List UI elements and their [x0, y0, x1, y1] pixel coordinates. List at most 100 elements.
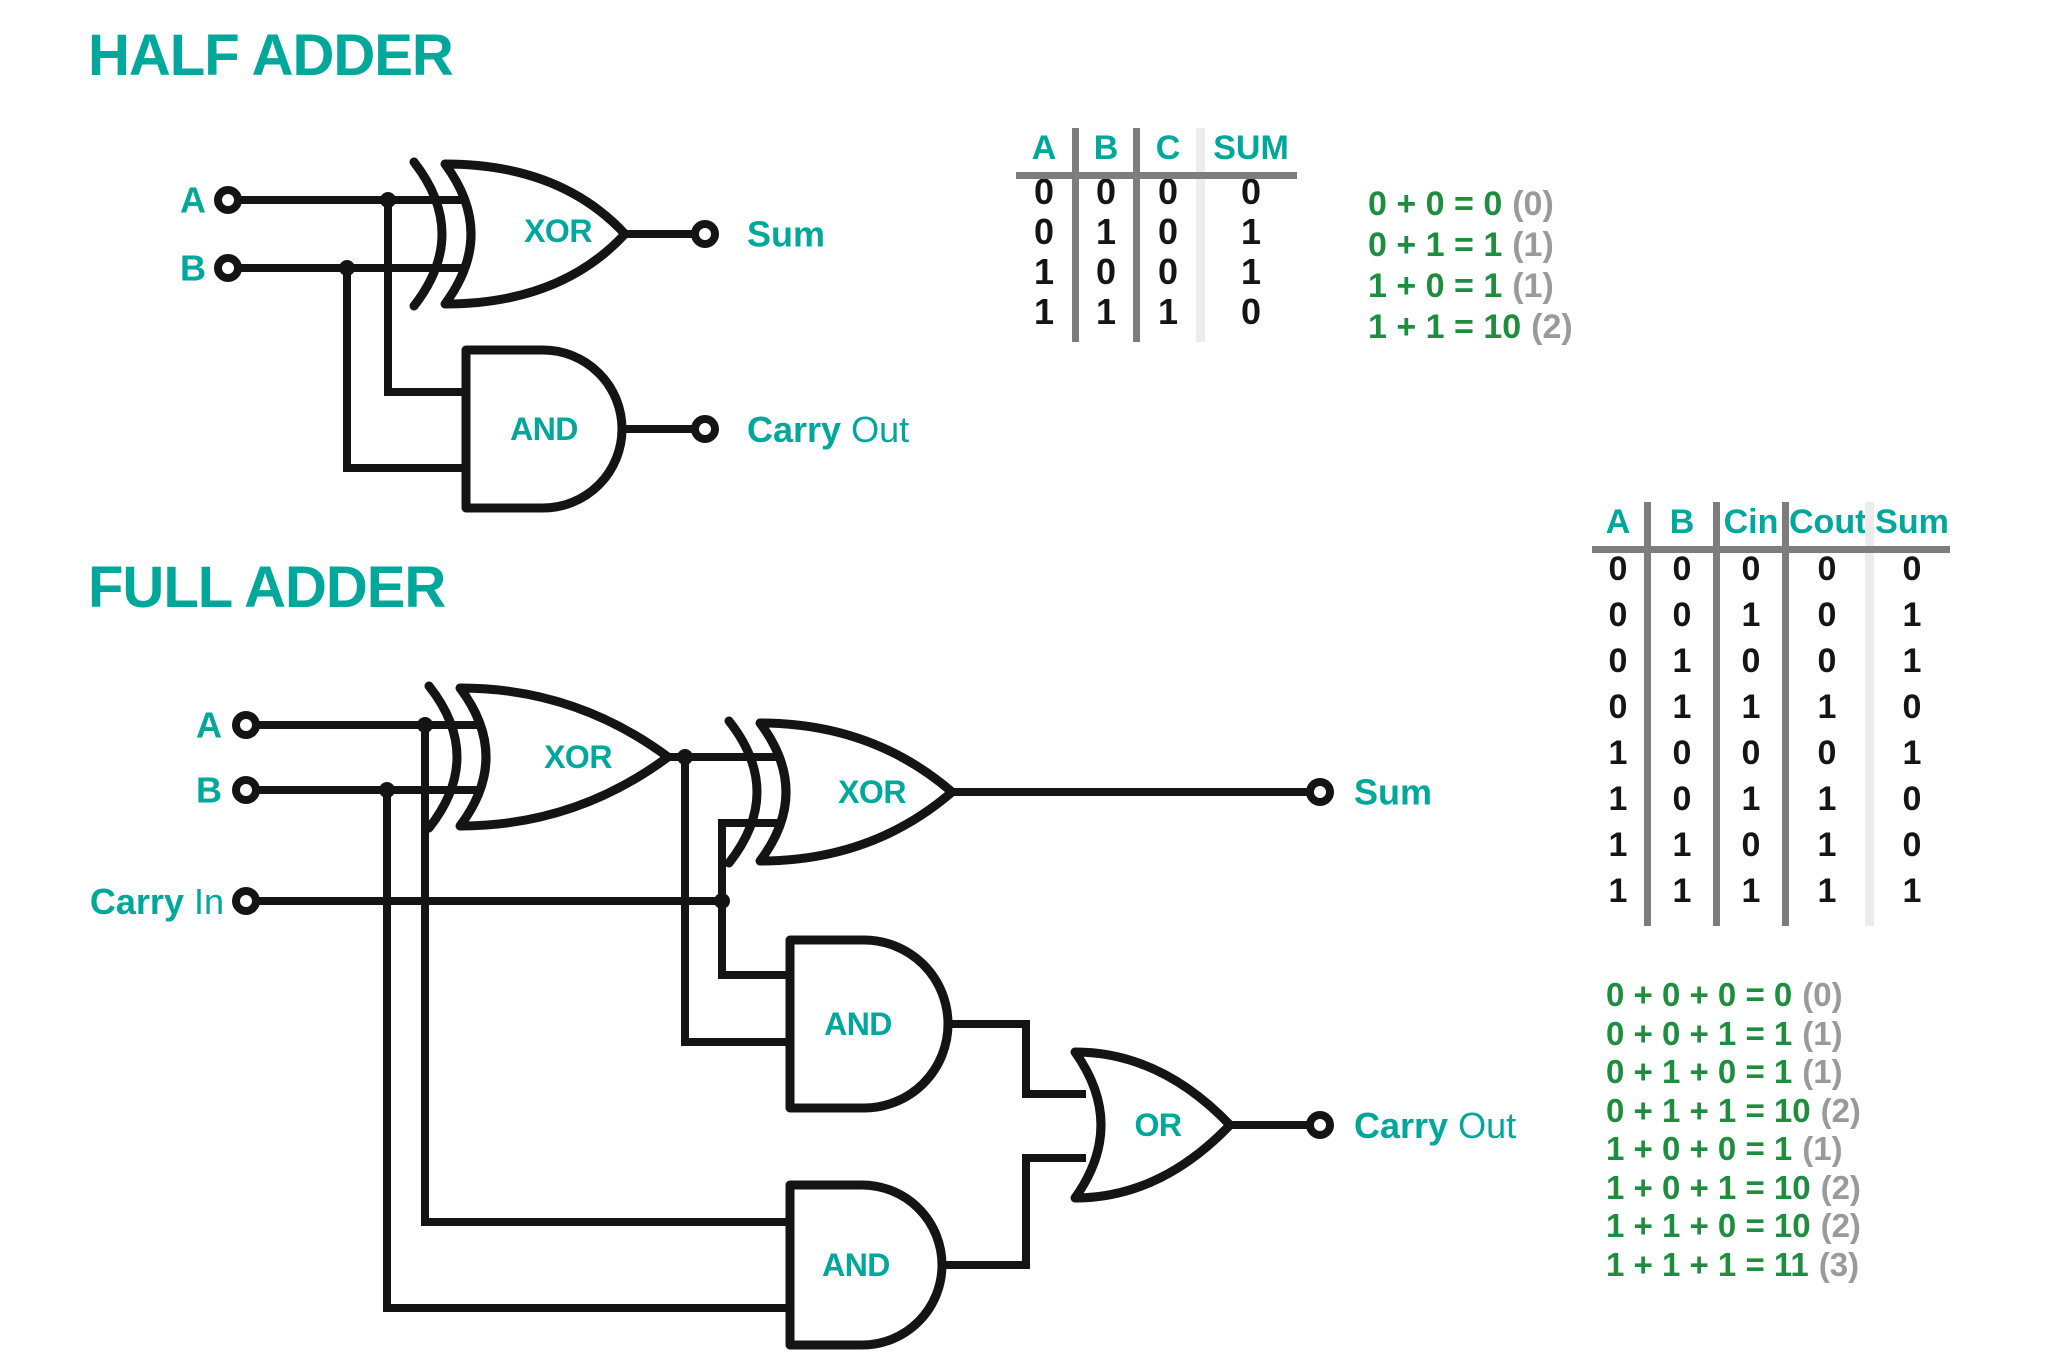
equation-expression: 0 + 1 + 1 = 10	[1606, 1091, 1811, 1129]
ha-th-c: C	[1155, 129, 1181, 167]
equation-note: (1)	[1512, 226, 1554, 264]
table-cell: 0	[1672, 550, 1692, 588]
equation-expression: 1 + 0 + 0 = 1	[1606, 1130, 1793, 1167]
table-cell: 1	[1608, 780, 1628, 818]
table-cell: 0	[1608, 550, 1628, 588]
half-adder-title: HALF ADDER	[88, 23, 454, 88]
fa-wire-cin-to-xor2	[718, 819, 799, 905]
table-cell: 1	[1240, 211, 1262, 252]
ha-junction-b	[339, 260, 355, 276]
table-cell: 1	[1741, 688, 1761, 726]
fa-xor2-gate-arc	[724, 716, 762, 868]
equation-row: 1 + 1 + 0 = 10(2)	[1606, 1207, 1861, 1246]
table-cell: 0	[1902, 688, 1922, 726]
table-cell: 1	[1672, 688, 1692, 726]
table-cell: 0	[1157, 251, 1179, 292]
equation-expression: 1 + 1 + 1 = 11	[1606, 1245, 1809, 1283]
equation-expression: 1 + 0 + 1 = 10	[1606, 1168, 1811, 1206]
fa-and1-gate	[785, 935, 953, 1113]
equation-expression: 0 + 0 + 0 = 0	[1606, 976, 1793, 1013]
equation-note: (2)	[1531, 308, 1573, 346]
equation-expression: 0 + 0 = 0	[1368, 185, 1503, 223]
table-cell: 0	[1157, 211, 1179, 252]
equation-expression: 0 + 1 = 1	[1368, 226, 1503, 264]
table-cell: 1	[1902, 642, 1922, 680]
equation-note: (1)	[1802, 1053, 1843, 1090]
table-cell: 0	[1817, 734, 1837, 772]
fa-th-cin: Cin	[1723, 503, 1779, 541]
full-adder-title: FULL ADDER	[88, 555, 446, 620]
equation-expression: 0 + 0 + 1 = 1	[1606, 1014, 1793, 1052]
table-cell: 1	[1672, 826, 1692, 864]
table-divider	[1713, 502, 1720, 926]
table-cell: 1	[1902, 872, 1922, 910]
equation-note: (1)	[1802, 1130, 1843, 1167]
ha-input-a-terminal	[214, 186, 242, 214]
table-cell: 0	[1741, 642, 1761, 680]
ha-th-a: A	[1031, 129, 1057, 167]
fa-carry-out-terminal	[1306, 1111, 1334, 1139]
fa-junction-b	[379, 782, 395, 798]
fa-col-b: B 0 0 1 1 0 0 1 1	[1651, 502, 1713, 926]
table-divider	[1782, 502, 1789, 926]
fa-wire-and1-to-or	[940, 1020, 1086, 1098]
fa-wire-b-branch	[383, 786, 796, 1312]
ha-and-label: AND	[510, 411, 578, 447]
equation-row: 0 + 1 + 1 = 10(2)	[1606, 1092, 1861, 1131]
ha-junction-a	[380, 192, 396, 208]
table-cell: 1	[1741, 780, 1761, 818]
table-cell: 1	[1157, 291, 1179, 332]
table-cell: 1	[1902, 734, 1922, 772]
fa-th-a: A	[1605, 503, 1631, 541]
fa-carry-in-terminal	[232, 887, 260, 915]
fa-junction-xor1-out	[677, 749, 693, 765]
fa-xor1-gate	[455, 683, 673, 831]
fa-th-b: B	[1669, 503, 1695, 541]
fa-input-b-terminal	[232, 776, 260, 804]
table-cell: 1	[1240, 251, 1262, 292]
table-cell: 1	[1608, 872, 1628, 910]
fa-col-a: A 0 0 0 0 1 1 1 1	[1592, 502, 1644, 926]
fa-sum-label: Sum	[1354, 772, 1432, 813]
ha-th-sum: SUM	[1213, 129, 1289, 167]
ha-carry-terminal	[691, 415, 719, 443]
table-cell: 0	[1817, 596, 1837, 634]
ha-xor-gate-arc	[409, 157, 447, 311]
fa-wire-and2-to-or	[934, 1154, 1086, 1269]
equation-row: 0 + 1 = 1(1)	[1368, 225, 1573, 266]
full-adder-truth-table: A 0 0 0 0 1 1 1 1 B 0 0 1 1 0 0 1 1 Cin …	[1592, 502, 1950, 926]
fa-junction-a	[417, 717, 433, 733]
fa-or-label: OR	[1135, 1107, 1182, 1143]
table-header-rule	[1016, 172, 1297, 179]
fa-xor2-label: XOR	[838, 774, 906, 810]
equation-expression: 0 + 1 + 0 = 1	[1606, 1053, 1793, 1090]
table-cell: 1	[1817, 826, 1837, 864]
fa-xor1-label: XOR	[544, 739, 612, 775]
table-cell: 1	[1095, 291, 1117, 332]
equation-note: (1)	[1512, 267, 1554, 305]
ha-col-sum: SUM 0 1 1 0	[1205, 128, 1297, 342]
half-adder-truth-table: A 0 0 1 1 B 0 1 0 1 C 0 0 0 1 SUM 0 1 1 …	[1016, 128, 1297, 342]
equation-row: 1 + 0 = 1(1)	[1368, 266, 1573, 307]
equation-row: 1 + 0 + 1 = 10(2)	[1606, 1169, 1861, 1208]
table-cell: 0	[1672, 596, 1692, 634]
table-cell: 0	[1741, 826, 1761, 864]
table-cell: 1	[1741, 596, 1761, 634]
table-cell: 1	[1033, 251, 1055, 292]
table-cell: 1	[1817, 688, 1837, 726]
equation-note: (2)	[1820, 1168, 1861, 1206]
table-divider	[1072, 128, 1079, 342]
table-cell: 1	[1817, 872, 1837, 910]
equation-note: (2)	[1820, 1091, 1861, 1129]
table-cell: 1	[1741, 872, 1761, 910]
ha-xor-gate	[440, 159, 630, 309]
fa-th-cout: Cout	[1789, 503, 1867, 541]
fa-label-a: A	[196, 705, 222, 746]
fa-junction-carry-in	[714, 893, 730, 909]
ha-sum-terminal	[691, 220, 719, 248]
full-adder-equations: 0 + 0 + 0 = 0(0) 0 + 0 + 1 = 1(1) 0 + 1 …	[1606, 976, 1861, 1284]
